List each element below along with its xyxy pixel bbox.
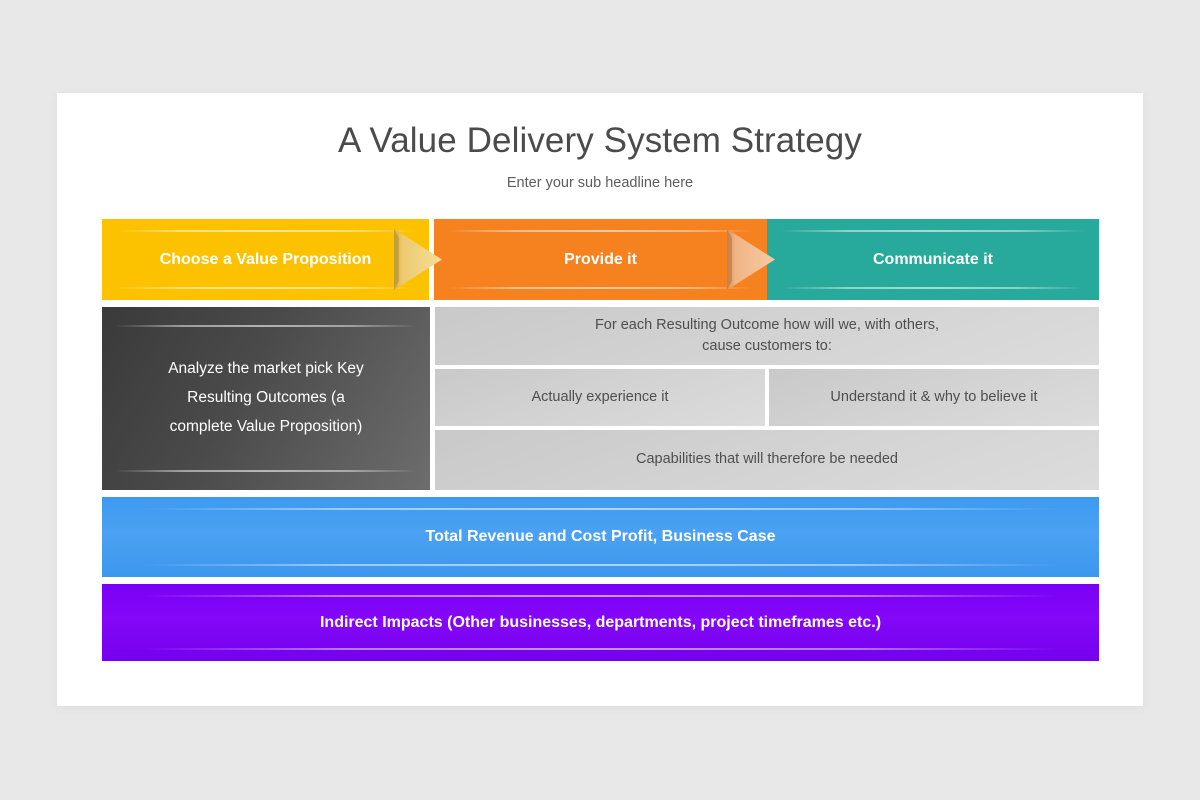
process-step-label: Provide it	[564, 250, 637, 268]
outcome-header-label: For each Resulting Outcome how will we, …	[595, 315, 939, 357]
outcome-box-label: Understand it & why to believe it	[830, 388, 1038, 405]
process-step-provide-it[interactable]: Provide it	[434, 219, 767, 300]
analysis-panel-line-2: Resulting Outcomes (a	[187, 389, 345, 407]
summary-bar-revenue[interactable]: Total Revenue and Cost Profit, Business …	[102, 497, 1099, 577]
outcome-box-understand[interactable]: Understand it & why to believe it	[769, 369, 1099, 426]
outcome-box-label: Capabilities that will therefore be need…	[636, 451, 898, 468]
summary-bar-label: Total Revenue and Cost Profit, Business …	[425, 528, 776, 545]
analysis-panel-line-1: Analyze the market pick Key	[168, 360, 364, 378]
sheen-highlight-bottom	[780, 286, 1086, 289]
outcome-box-capabilities[interactable]: Capabilities that will therefore be need…	[435, 430, 1099, 490]
sheen-highlight-top	[115, 325, 417, 328]
sheen-highlight-top	[141, 595, 1060, 597]
page-title: A Value Delivery System Strategy	[338, 121, 862, 160]
sheen-highlight-bottom	[141, 564, 1060, 566]
summary-bar-indirect-impacts[interactable]: Indirect Impacts (Other businesses, depa…	[102, 584, 1099, 661]
outcome-box-experience[interactable]: Actually experience it	[435, 369, 765, 426]
analysis-panel-label: Analyze the market pick Key Resulting Ou…	[154, 355, 378, 441]
sheen-highlight-top	[447, 230, 754, 233]
sheen-highlight-top	[115, 230, 416, 233]
summary-bar-label: Indirect Impacts (Other businesses, depa…	[319, 613, 882, 631]
sheen-highlight-bottom	[115, 286, 416, 289]
page-subtitle: Enter your sub headline here	[506, 175, 694, 191]
sheen-highlight-bottom	[115, 469, 417, 472]
sheen-highlight-top	[141, 508, 1060, 510]
analysis-panel-line-3: complete Value Proposition)	[169, 417, 363, 435]
sheen-highlight-bottom	[141, 648, 1060, 650]
process-step-communicate-it[interactable]: Communicate it	[767, 219, 1099, 300]
outcome-header-line-1: For each Resulting Outcome how will we, …	[594, 316, 940, 333]
process-step-label: Communicate it	[872, 250, 993, 268]
sheen-highlight-top	[780, 230, 1086, 233]
slide-card: A Value Delivery System Strategy Enter y…	[57, 93, 1143, 706]
sheen-highlight-bottom	[447, 286, 754, 289]
process-step-label: Choose a Value Proposition	[159, 250, 372, 268]
process-step-choose-value-proposition[interactable]: Choose a Value Proposition	[102, 219, 429, 300]
outcome-box-label: Actually experience it	[531, 388, 669, 405]
analysis-panel[interactable]: Analyze the market pick Key Resulting Ou…	[102, 307, 430, 490]
outcome-header-line-2: cause customers to:	[702, 338, 832, 354]
outcome-header-box[interactable]: For each Resulting Outcome how will we, …	[435, 307, 1099, 365]
